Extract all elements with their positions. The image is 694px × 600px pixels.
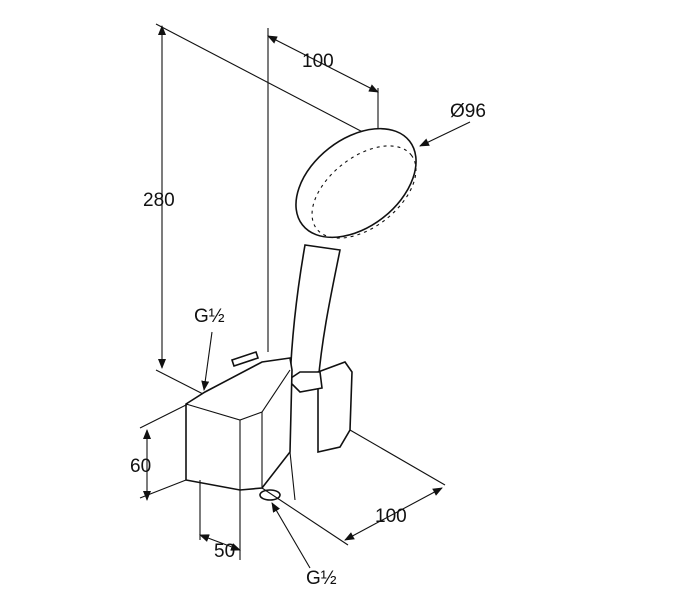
dim-50: 50: [199, 480, 241, 562]
dim-280: 280: [143, 23, 379, 396]
dim-thread-bottom: G½: [271, 502, 337, 589]
label-100-top: 100: [302, 51, 334, 72]
dim-100-bottom: 100: [261, 429, 446, 546]
label-thread-bottom: G½: [306, 568, 337, 589]
label-280: 280: [143, 190, 175, 211]
wall-outlet-body: [185, 350, 296, 501]
dim-60: 60: [130, 403, 189, 501]
hand-shower: [289, 127, 417, 385]
label-50: 50: [214, 541, 235, 562]
label-60: 60: [130, 456, 151, 477]
dim-thread-top: G½: [194, 306, 225, 391]
dim-diameter: Ø96: [419, 101, 486, 147]
label-diameter: Ø96: [450, 101, 486, 122]
label-100-bottom: 100: [375, 506, 407, 527]
label-thread-top: G½: [194, 306, 225, 327]
wall-bracket: [286, 361, 353, 454]
